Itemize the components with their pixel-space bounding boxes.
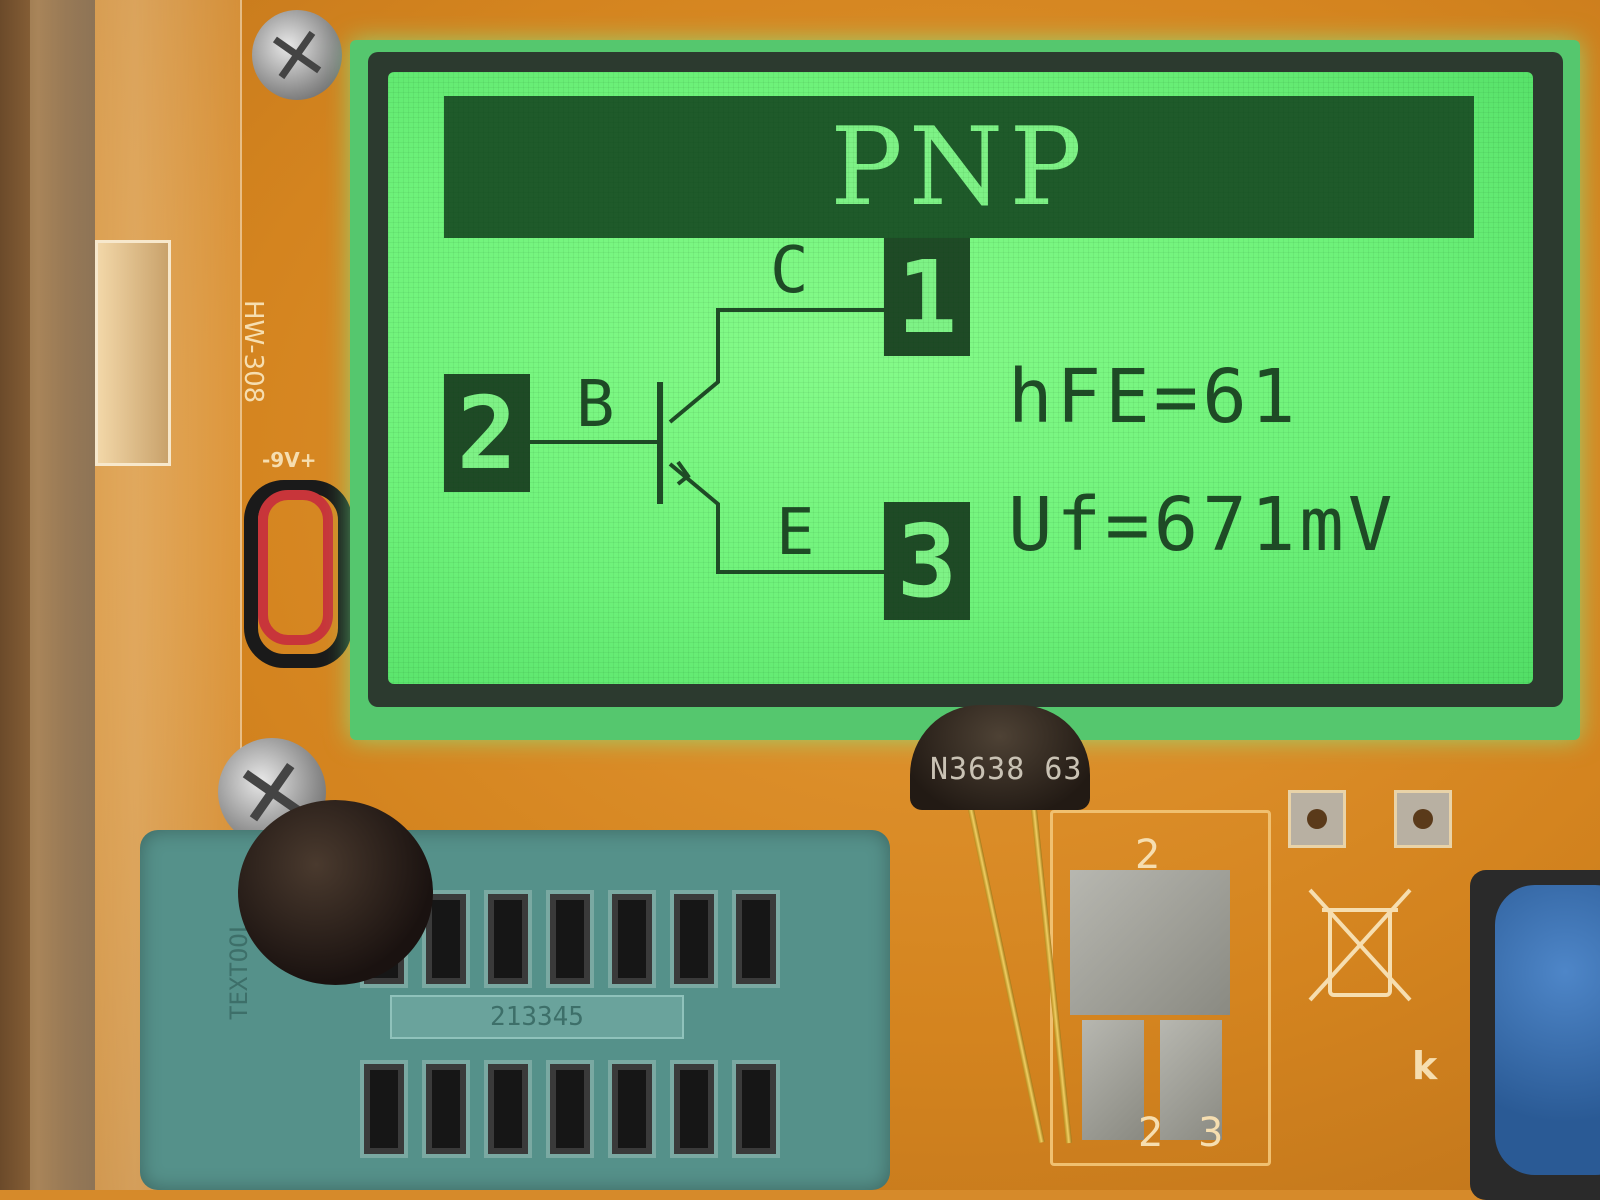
socket-hole bbox=[608, 890, 656, 988]
socket-hole bbox=[546, 890, 594, 988]
socket-row-bottom bbox=[360, 1060, 780, 1158]
lcd-title: PNP bbox=[830, 104, 1088, 230]
collector-wire bbox=[668, 308, 884, 424]
socket-hole bbox=[732, 1060, 780, 1158]
hfe-readout: hFE=61 bbox=[1008, 354, 1300, 440]
battery-wire-red bbox=[258, 490, 333, 645]
emitter-wire bbox=[668, 462, 884, 574]
pad-label-bottom-left: 2 bbox=[1138, 1110, 1164, 1156]
board-model-label: HW-308 bbox=[238, 300, 268, 404]
uf-readout: Uf=671mV bbox=[1008, 482, 1397, 568]
screw-icon bbox=[252, 10, 342, 100]
pin-box-emitter: 3 bbox=[884, 502, 970, 620]
base-label: B bbox=[576, 368, 615, 442]
corner-letter: k bbox=[1412, 1044, 1438, 1088]
test-pad bbox=[1394, 790, 1452, 848]
test-button[interactable] bbox=[1495, 885, 1600, 1175]
pin-box-base: 2 bbox=[444, 374, 530, 492]
lcd-screen: PNP 2 1 3 C B E hFE=61 Uf=671mV bbox=[388, 72, 1533, 684]
socket-hole bbox=[484, 890, 532, 988]
case-slot bbox=[95, 240, 171, 466]
socket-hole bbox=[670, 890, 718, 988]
emitter-label: E bbox=[776, 496, 815, 570]
socket-hole bbox=[608, 1060, 656, 1158]
socket-hole bbox=[670, 1060, 718, 1158]
weee-recycle-icon bbox=[1308, 888, 1412, 1002]
battery-wire-black bbox=[244, 480, 352, 668]
to39-transistor bbox=[910, 705, 1090, 810]
transistor-marking: N3638 63 bbox=[930, 752, 1083, 787]
pin-box-collector: 1 bbox=[884, 238, 970, 356]
socket-hole bbox=[360, 1060, 408, 1158]
smd-pad-right bbox=[1160, 1020, 1222, 1140]
socket-hole bbox=[484, 1060, 532, 1158]
test-pad bbox=[1288, 790, 1346, 848]
pad-label-top: 2 bbox=[1135, 832, 1161, 878]
wood-surface bbox=[0, 0, 95, 1190]
socket-hole bbox=[546, 1060, 594, 1158]
socket-hole bbox=[422, 1060, 470, 1158]
zif-lever-knob[interactable] bbox=[238, 800, 433, 985]
emitter-arrow-icon bbox=[676, 460, 691, 486]
battery-label: -9V+ bbox=[262, 448, 317, 472]
smd-pad-large bbox=[1070, 870, 1230, 1015]
socket-hole bbox=[732, 890, 780, 988]
smd-pad-left bbox=[1082, 1020, 1144, 1140]
socket-label: 213345 bbox=[390, 995, 684, 1039]
lcd-title-bar: PNP bbox=[444, 96, 1474, 238]
pad-label-bottom-right: 3 bbox=[1198, 1110, 1224, 1156]
transistor-schematic bbox=[530, 308, 884, 574]
collector-label: C bbox=[770, 234, 809, 308]
